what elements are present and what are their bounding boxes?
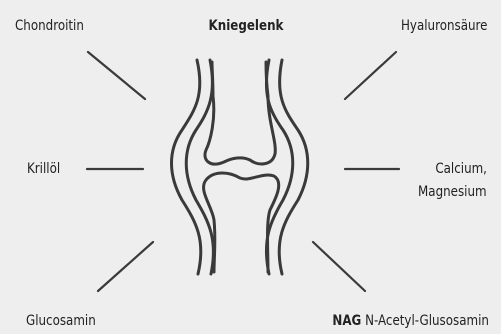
label-nag-full: N-Acetyl-Glusosamin xyxy=(365,313,489,329)
label-krilloel: Krillöl xyxy=(27,160,60,178)
label-nag-abbr: NAG xyxy=(332,313,361,329)
knee-joint-icon xyxy=(172,60,308,274)
connector-nag xyxy=(313,242,365,291)
label-nag: NAG N-Acetyl-Glusosamin xyxy=(332,312,489,330)
connector-glucosamin xyxy=(98,242,153,291)
label-glucosamin: Glucosamin xyxy=(26,312,96,330)
label-hyaluronsaeure: Hyaluronsäure xyxy=(400,17,487,35)
label-chondroitin: Chondroitin xyxy=(15,17,84,35)
connector-chondroitin xyxy=(88,52,145,99)
label-calcium: Calcium, xyxy=(435,160,487,178)
connector-hyaluronsaeure xyxy=(345,52,396,99)
diagram-title: Kniegelenk xyxy=(180,17,311,35)
label-magnesium: Magnesium xyxy=(418,183,487,201)
